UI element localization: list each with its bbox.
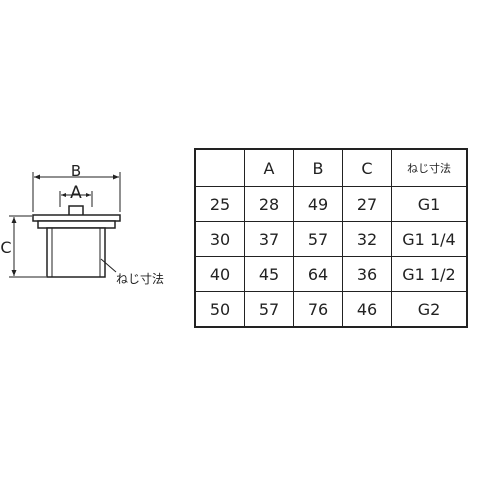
table-cell-size: 50	[194, 291, 245, 328]
dimension-a-label: A	[70, 183, 82, 203]
table-cell-a: 45	[244, 256, 294, 292]
table-header-row: A B C ねじ寸法	[194, 148, 468, 187]
table-header-corner	[194, 148, 245, 187]
dimension-a-arrow-right	[86, 193, 91, 197]
table-cell-c: 32	[342, 221, 392, 257]
table-cell-a: 37	[244, 221, 294, 257]
table-cell-b: 76	[293, 291, 343, 328]
table-header-thread: ねじ寸法	[391, 148, 468, 187]
thread-leader-line	[100, 258, 117, 273]
table-row: 25 28 49 27 G1	[194, 186, 468, 222]
dimension-a	[59, 191, 93, 207]
dimension-b-arrow-right	[113, 174, 119, 180]
table-cell-c: 36	[342, 256, 392, 292]
table-header-b: B	[293, 148, 343, 187]
table-cell-thread: G1 1/4	[391, 221, 468, 257]
fitting-body	[32, 205, 121, 278]
table-cell-thread: G2	[391, 291, 468, 328]
table-cell-b: 64	[293, 256, 343, 292]
table-cell-b: 49	[293, 186, 343, 222]
dimension-b-label: B	[71, 162, 81, 180]
table-cell-size: 25	[194, 186, 245, 222]
table-cell-thread: G1	[391, 186, 468, 222]
dimension-c-arrow-top	[11, 217, 17, 223]
table-cell-size: 30	[194, 221, 245, 257]
table-row: 30 37 57 32 G1 1/4	[194, 221, 468, 257]
dimension-c-label: C	[0, 238, 11, 257]
spec-table: A B C ねじ寸法 25 28 49 27 G1 30 37 57 32 G1…	[194, 148, 468, 328]
dimension-a-arrow-left	[61, 193, 66, 197]
table-cell-a: 28	[244, 186, 294, 222]
fitting-flange	[32, 214, 121, 222]
thread-size-label: ねじ寸法	[116, 272, 164, 286]
table-cell-thread: G1 1/2	[391, 256, 468, 292]
table-header-a: A	[244, 148, 294, 187]
dimension-c	[9, 215, 46, 278]
table-cell-b: 57	[293, 221, 343, 257]
table-cell-a: 57	[244, 291, 294, 328]
table-cell-c: 27	[342, 186, 392, 222]
dimension-b-arrow-left	[34, 174, 40, 180]
dimension-b	[32, 172, 121, 212]
table-cell-size: 40	[194, 256, 245, 292]
fitting-threaded-body	[46, 227, 106, 278]
table-cell-c: 46	[342, 291, 392, 328]
table-row: 50 57 76 46 G2	[194, 291, 468, 328]
table-row: 40 45 64 36 G1 1/2	[194, 256, 468, 292]
fitting-neck	[37, 220, 116, 229]
dimension-c-arrow-bottom	[11, 270, 17, 276]
table-header-c: C	[342, 148, 392, 187]
